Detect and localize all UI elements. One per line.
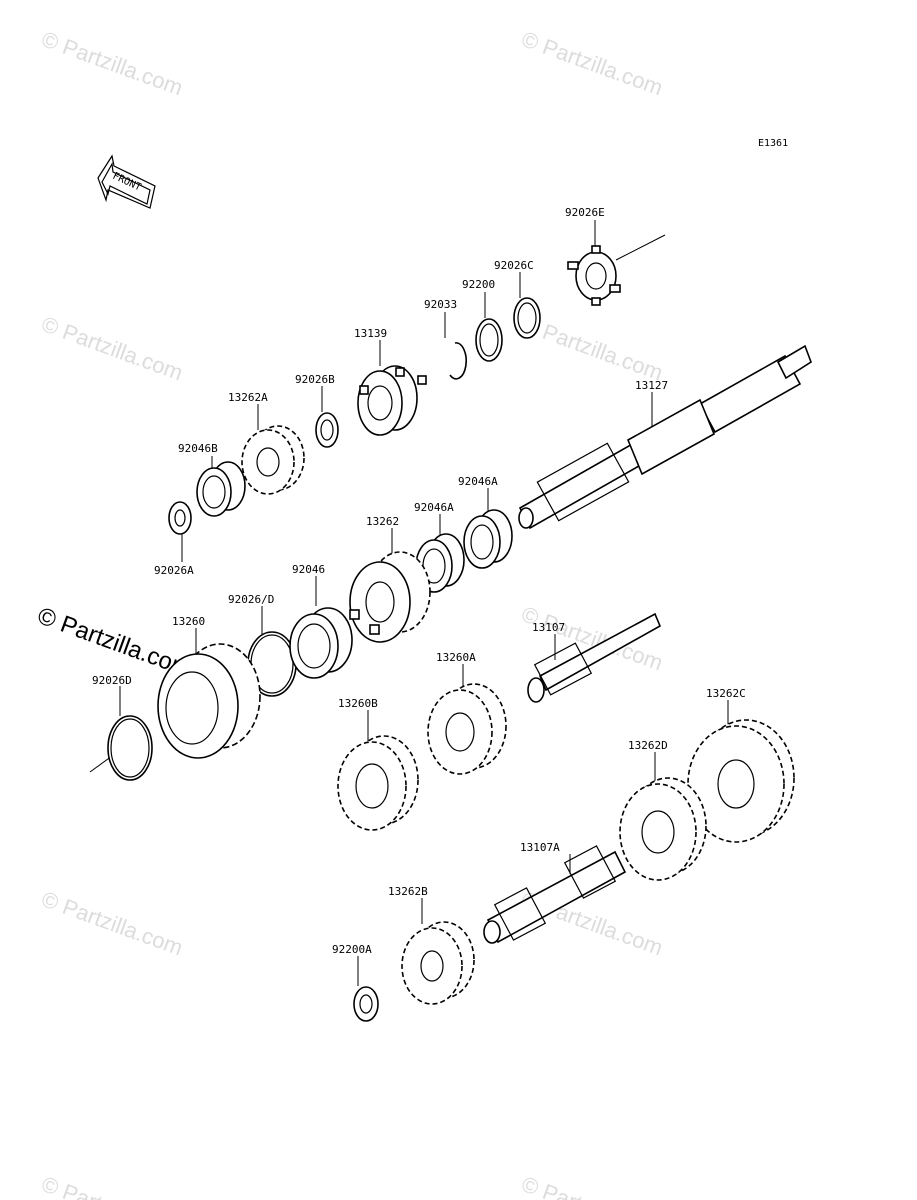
part-92026B[interactable] <box>315 412 339 448</box>
part-92033[interactable] <box>449 342 467 380</box>
label-92046A-top[interactable]: 92046A <box>458 475 498 488</box>
part-92046[interactable] <box>289 607 353 679</box>
part-92200A[interactable] <box>353 986 379 1022</box>
label-92046[interactable]: 92046 <box>292 563 325 576</box>
label-13262B[interactable]: 13262B <box>388 885 428 898</box>
part-13262C[interactable] <box>687 719 795 843</box>
watermark-text: © Partzilla.com <box>38 1171 186 1200</box>
label-92026-slash-D[interactable]: 92026/D <box>228 593 274 606</box>
part-13262B[interactable] <box>401 921 475 1005</box>
label-92026C[interactable]: 92026C <box>494 259 534 272</box>
label-13260A[interactable]: 13260A <box>436 651 476 664</box>
part-13262A[interactable] <box>241 425 305 495</box>
watermark-text: © Partzilla.com <box>38 886 186 960</box>
watermark-text: © Partzilla.com <box>518 26 666 100</box>
part-labels: 92026E 92026C 92200 92033 13139 92026B 1… <box>92 206 746 956</box>
part-13107A[interactable] <box>483 845 627 944</box>
label-92026E[interactable]: 92026E <box>565 206 605 219</box>
part-13262[interactable] <box>349 551 431 643</box>
part-92046A-bottom[interactable] <box>415 533 465 593</box>
part-92046B[interactable] <box>196 461 246 517</box>
label-92046A-bottom[interactable]: 92046A <box>414 501 454 514</box>
part-92026D[interactable] <box>107 715 153 781</box>
part-92026A[interactable] <box>168 501 192 535</box>
part-13260B[interactable] <box>337 735 419 831</box>
part-13139[interactable] <box>357 365 427 436</box>
part-92026E[interactable] <box>567 245 621 306</box>
part-92200[interactable] <box>475 318 503 362</box>
part-13107[interactable] <box>527 612 662 703</box>
label-92033[interactable]: 92033 <box>424 298 457 311</box>
part-13260[interactable] <box>157 643 261 759</box>
label-13107[interactable]: 13107 <box>532 621 565 634</box>
watermark-text: © Partzilla.com <box>38 26 186 100</box>
label-92200[interactable]: 92200 <box>462 278 495 291</box>
watermark-text: © Partzilla.com <box>518 1171 666 1200</box>
label-13107A[interactable]: 13107A <box>520 841 560 854</box>
label-92200A[interactable]: 92200A <box>332 943 372 956</box>
front-label: FRONT <box>111 171 143 194</box>
label-92026B[interactable]: 92026B <box>295 373 335 386</box>
label-13262D[interactable]: 13262D <box>628 739 668 752</box>
part-13260A[interactable] <box>427 683 507 775</box>
label-13260[interactable]: 13260 <box>172 615 205 628</box>
label-92026D[interactable]: 92026D <box>92 674 132 687</box>
front-arrow-icon: FRONT <box>97 154 156 209</box>
part-92046A-top[interactable] <box>463 509 513 569</box>
label-13262[interactable]: 13262 <box>366 515 399 528</box>
part-13262D[interactable] <box>619 777 707 881</box>
watermark-text: © Partzilla.com <box>38 311 186 385</box>
label-13262C[interactable]: 13262C <box>706 687 746 700</box>
label-13127[interactable]: 13127 <box>635 379 668 392</box>
label-13262A[interactable]: 13262A <box>228 391 268 404</box>
part-92026C[interactable] <box>513 297 541 339</box>
label-92026A[interactable]: 92026A <box>154 564 194 577</box>
diagram-code: E1361 <box>758 138 788 149</box>
label-13139[interactable]: 13139 <box>354 327 387 340</box>
label-92046B[interactable]: 92046B <box>178 442 218 455</box>
part-13127[interactable] <box>518 344 812 530</box>
label-13260B[interactable]: 13260B <box>338 697 378 710</box>
